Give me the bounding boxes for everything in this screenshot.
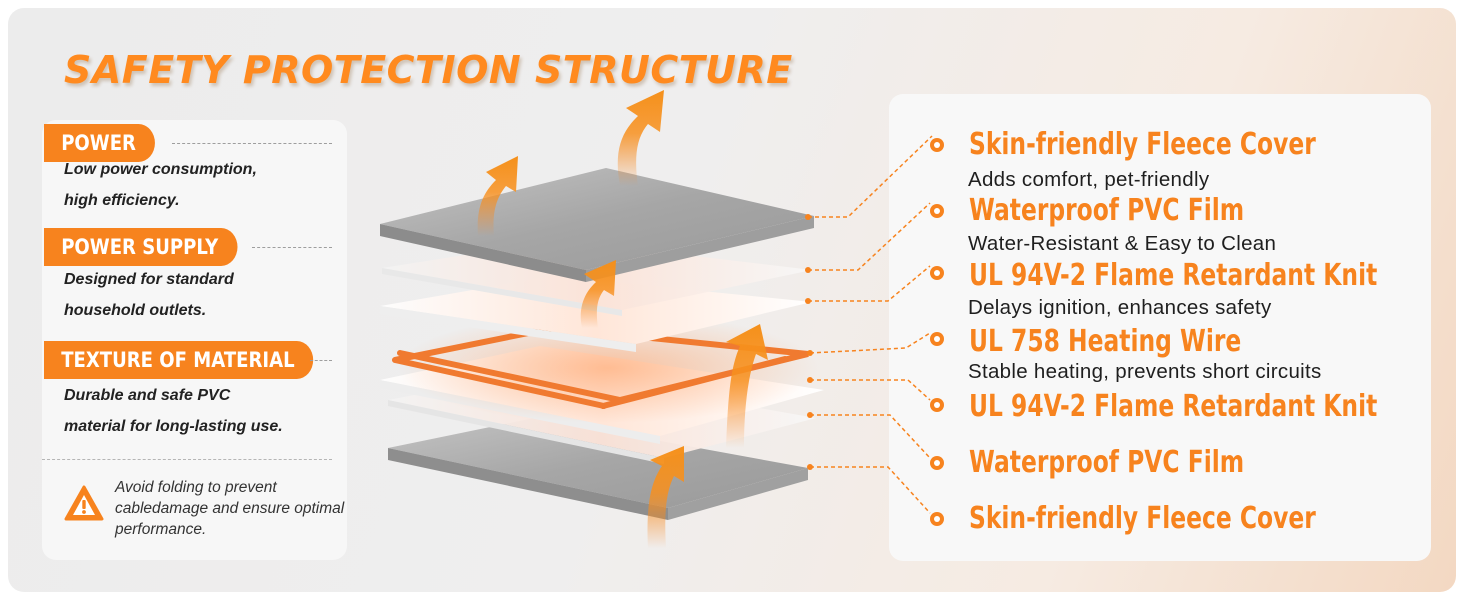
warning-triangle-icon bbox=[64, 485, 104, 521]
layer-2-desc: Water-Resistant & Easy to Clean bbox=[968, 232, 1277, 255]
bullet-icon bbox=[930, 456, 944, 470]
power-label: POWER bbox=[44, 124, 155, 162]
bullet-icon bbox=[930, 138, 944, 152]
heating-wire bbox=[392, 313, 818, 423]
layer-4-desc: Stable heating, prevents short circuits bbox=[968, 360, 1322, 383]
layer-1-desc: Adds comfort, pet-friendly bbox=[968, 168, 1210, 191]
power-desc-line-1: Low power consumption, bbox=[64, 161, 257, 178]
heat-arrow-icon bbox=[617, 90, 664, 186]
dashed-divider bbox=[310, 360, 332, 361]
page-title: SAFETY PROTECTION STRUCTURE bbox=[64, 48, 793, 92]
power-supply-desc-line-2: household outlets. bbox=[64, 302, 207, 319]
heat-arrow-icon bbox=[477, 156, 518, 236]
bullet-icon bbox=[930, 398, 944, 412]
fleece-cover-bottom bbox=[388, 418, 808, 520]
layer-1-name: Skin-friendly Fleece Cover bbox=[969, 127, 1316, 162]
texture-label: TEXTURE OF MATERIAL bbox=[44, 341, 314, 379]
infographic-canvas: SAFETY PROTECTION STRUCTURE POWER Low po… bbox=[8, 8, 1456, 592]
layers-legend-panel: Skin-friendly Fleece Cover Adds comfort,… bbox=[889, 94, 1431, 561]
layer-stack-illustration bbox=[380, 90, 933, 548]
texture-desc-line-2: material for long-lasting use. bbox=[64, 418, 283, 435]
layer-3-name: UL 94V-2 Flame Retardant Knit bbox=[969, 258, 1378, 293]
texture-desc-line-1: Durable and safe PVC bbox=[64, 387, 231, 404]
layer-5-name: UL 94V-2 Flame Retardant Knit bbox=[969, 389, 1378, 424]
dashed-divider bbox=[172, 143, 332, 144]
power-supply-label: POWER SUPPLY bbox=[44, 228, 238, 266]
heat-arrow-icon bbox=[647, 446, 684, 548]
bullet-icon bbox=[930, 512, 944, 526]
warning-text: Avoid folding to prevent cabledamage and… bbox=[115, 479, 345, 538]
heat-arrow-icon bbox=[580, 260, 616, 328]
bullet-icon bbox=[930, 332, 944, 346]
bullet-icon bbox=[930, 204, 944, 218]
layer-2-name: Waterproof PVC Film bbox=[969, 193, 1245, 228]
layer-4-name: UL 758 Heating Wire bbox=[969, 324, 1242, 359]
warning-divider bbox=[42, 459, 332, 460]
dashed-divider bbox=[252, 247, 332, 248]
layer-6-name: Waterproof PVC Film bbox=[969, 445, 1245, 480]
fleece-cover-top bbox=[380, 168, 814, 282]
leader-lines bbox=[808, 135, 933, 514]
features-panel: POWER Low power consumption, high effici… bbox=[42, 120, 347, 560]
power-supply-desc-line-1: Designed for standard bbox=[64, 271, 234, 288]
power-desc-line-2: high efficiency. bbox=[64, 192, 180, 209]
bullet-icon bbox=[930, 266, 944, 280]
layer-3-desc: Delays ignition, enhances safety bbox=[968, 296, 1272, 319]
heat-arrow-icon bbox=[726, 324, 768, 448]
leader-dots bbox=[805, 214, 813, 470]
layer-7-name: Skin-friendly Fleece Cover bbox=[969, 501, 1316, 536]
